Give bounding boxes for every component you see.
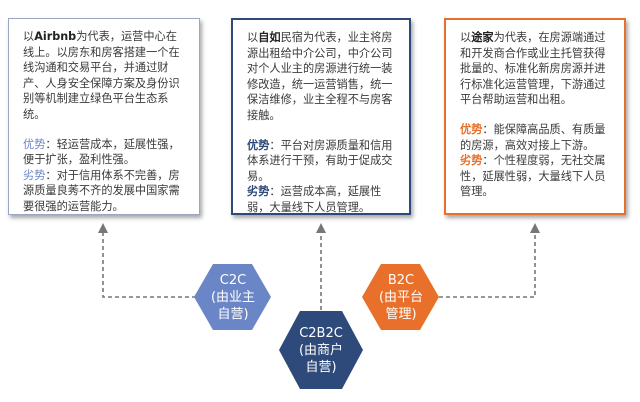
hexagon-b2c [362, 264, 439, 330]
ziru-con-label: 劣势 [247, 185, 270, 199]
connector-c2c [98, 223, 196, 298]
c2b2c-subtitle-2: 自营) [305, 360, 337, 375]
ziru-pros: 优势：平台对房源质量和信用体系进行干预，有助于促成交易。劣势：运营成本高，延展性… [247, 138, 393, 214]
airbnb-description-box: 以Airbnb为代表，运营中心在线上。以房东和房客搭建一个在线沟通和交易平台，并… [8, 18, 200, 215]
c2c-title: C2C [219, 273, 247, 288]
hexagon-b2c-label: B2C (由平台 管理) [364, 272, 438, 323]
b2c-subtitle-2: 管理) [385, 307, 417, 322]
hexagon-c2b2c-label: C2B2C (由商户 自营) [281, 325, 361, 376]
tujia-intro: 以途家为代表，在房源端通过和开发商合作或业主托管获得批量的、标准化新房房源并进行… [460, 31, 606, 107]
hexagon-c2c [194, 264, 271, 330]
airbnb-con-label: 劣势 [23, 168, 46, 182]
tujia-description-box: 以途家为代表，在房源端通过和开发商合作或业主托管获得批量的、标准化新房房源并进行… [444, 18, 626, 215]
tujia-con-label: 劣势 [460, 154, 483, 168]
connector-b2c [432, 223, 540, 298]
c2c-subtitle-2: 自营) [217, 307, 249, 322]
airbnb-pros: 优势：轻运营成本，延展性强，便于扩张，盈利性强。劣势：对于信用体系不完善，房源质… [23, 137, 180, 213]
ziru-description-box: 以自如民宿为代表，业主将房源出租给中介公司，中介公司对个人业主的房源进行统一装修… [231, 18, 411, 215]
hexagon-c2b2c [279, 311, 363, 389]
tujia-pro-label: 优势 [460, 122, 483, 136]
ziru-intro: 以自如民宿为代表，业主将房源出租给中介公司，中介公司对个人业主的房源进行统一装修… [247, 31, 393, 122]
c2c-subtitle-1: (由业主 [210, 290, 256, 305]
c2b2c-title: C2B2C [299, 326, 343, 341]
ziru-pro-label: 优势 [247, 138, 270, 152]
c2b2c-subtitle-1: (由商户 [298, 343, 344, 358]
b2c-title: B2C [387, 273, 415, 288]
ziru-brand: 自如 [258, 31, 281, 44]
hexagon-c2c-label: C2C (由业主 自营) [196, 272, 270, 323]
tujia-brand: 途家 [471, 31, 494, 44]
airbnb-pro-label: 优势 [23, 137, 46, 151]
tujia-pros: 优势：能保障高品质、有质量的房源，高效对接上下游。劣势：个性程度弱，无社交属性，… [460, 122, 606, 199]
airbnb-intro: 以Airbnb为代表，运营中心在线上。以房东和房客搭建一个在线沟通和交易平台，并… [23, 30, 180, 121]
airbnb-brand: Airbnb [34, 30, 77, 43]
b2c-subtitle-1: (由平台 [378, 290, 424, 305]
